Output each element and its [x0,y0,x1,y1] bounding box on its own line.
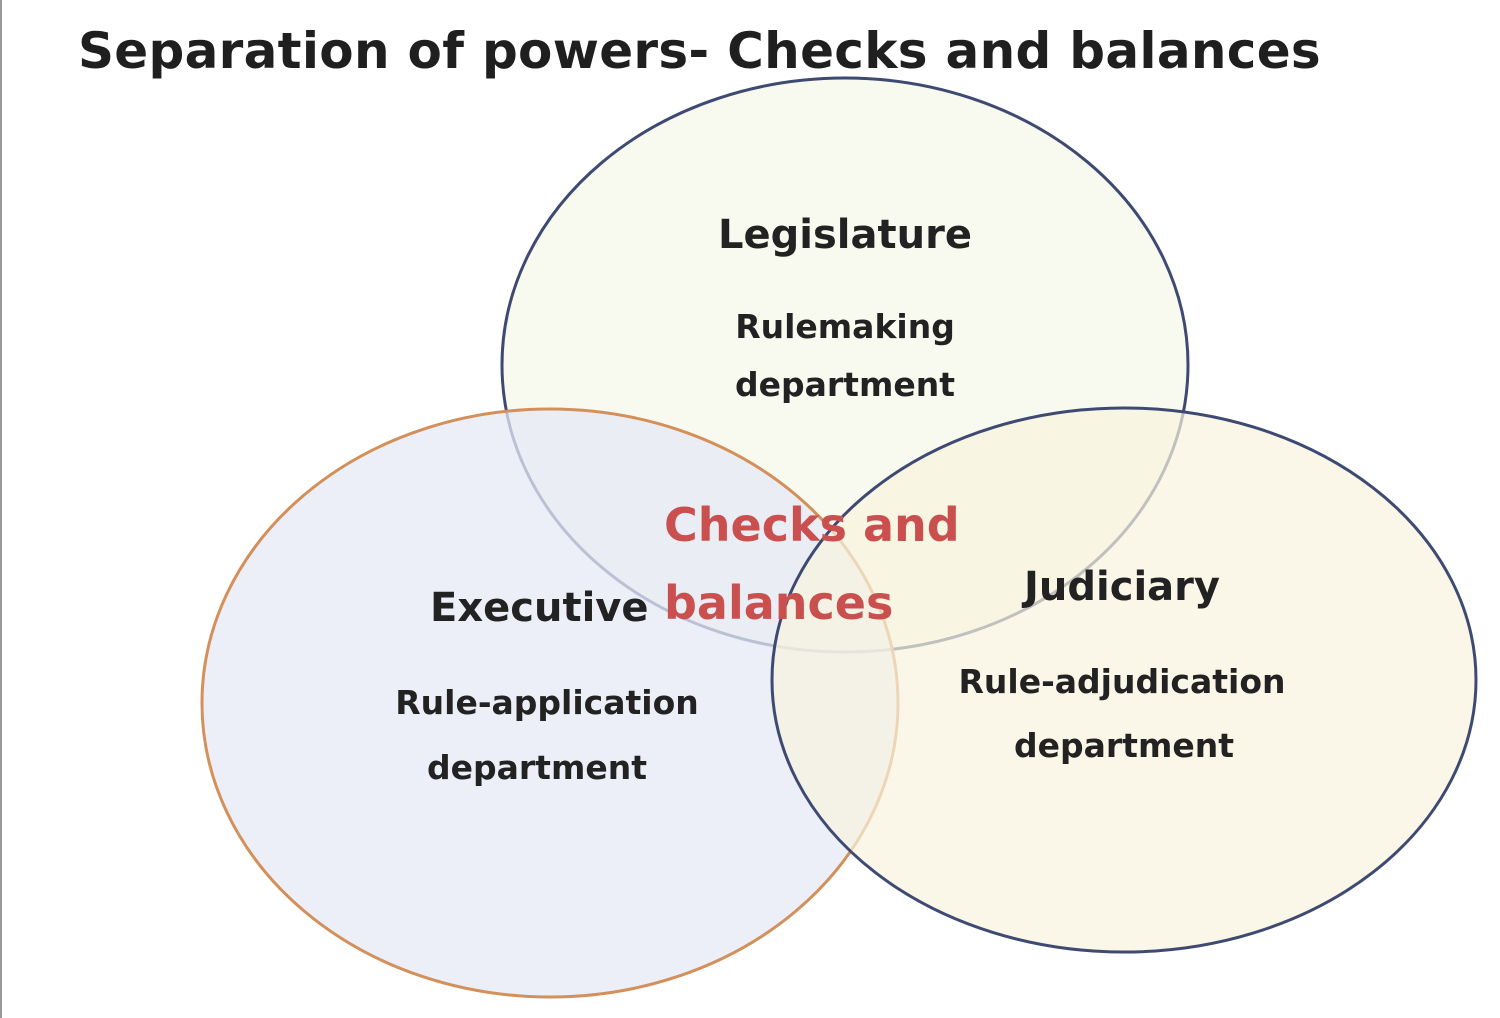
executive-description-line2: department [427,748,647,787]
judiciary-description-line1: Rule-adjudication [958,662,1286,701]
executive-description-line1: Rule-application [395,683,699,722]
checks-and-balances-line1: Checks and [664,498,960,552]
checks-and-balances-line2: balances [664,576,894,630]
judiciary-heading: Judiciary [1024,564,1220,610]
executive-heading: Executive [430,585,649,631]
legislature-heading: Legislature [718,212,972,258]
page-title: Separation of powers- Checks and balance… [78,22,1321,80]
legislature-description-line1: Rulemaking [735,307,955,346]
legislature-description-line2: department [735,365,955,404]
judiciary-description-line2: department [1014,726,1234,765]
judiciary-circle [770,406,1478,954]
